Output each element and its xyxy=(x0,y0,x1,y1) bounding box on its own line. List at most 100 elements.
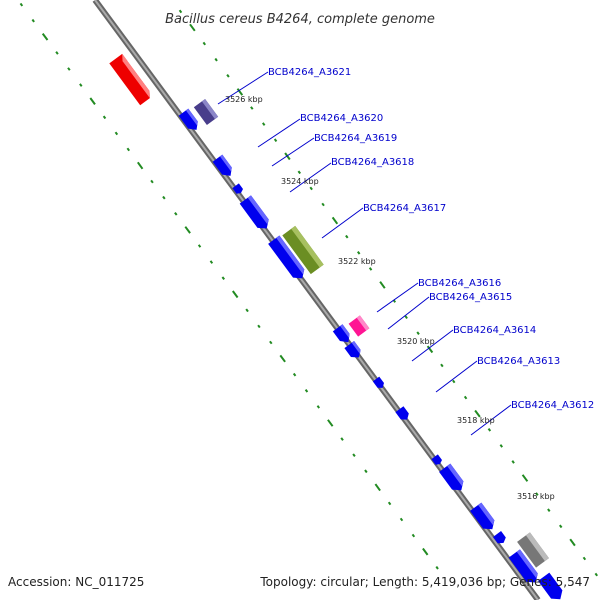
tick-mark xyxy=(569,538,576,547)
tick-mark xyxy=(79,83,83,87)
gene-feature-blue-b[interactable] xyxy=(470,502,498,534)
gene-feature-a3616[interactable] xyxy=(348,315,370,337)
gene-feature-a3619[interactable] xyxy=(212,154,236,180)
gene-label-a3620[interactable]: BCB4264_A3620 xyxy=(300,113,383,124)
tick-mark xyxy=(387,501,392,506)
tick-mark xyxy=(422,547,429,556)
tick-mark xyxy=(452,379,456,384)
tick-mark xyxy=(426,345,434,354)
gene-feature-a3614[interactable] xyxy=(372,376,386,391)
tick-mark xyxy=(136,161,144,170)
genome-summary-text: Topology: circular; Length: 5,419,036 bp… xyxy=(259,575,590,589)
gene-feature-a3613[interactable] xyxy=(395,406,411,422)
tick-mark xyxy=(114,131,119,136)
tick-mark xyxy=(582,556,587,561)
tick-mark xyxy=(178,9,183,14)
tick-mark xyxy=(279,354,286,363)
tick-mark xyxy=(487,428,492,432)
tick-mark xyxy=(245,308,249,313)
gene-feature-olive[interactable] xyxy=(282,225,324,275)
gene-label-a3621[interactable]: BCB4264_A3621 xyxy=(268,67,351,78)
tick-mark xyxy=(41,32,49,41)
gene-feature-gray[interactable] xyxy=(517,532,549,568)
kbp-label-3516: 3516 kbp xyxy=(517,492,555,501)
gene-label-a3616[interactable]: BCB4264_A3616 xyxy=(418,278,501,289)
tick-mark xyxy=(521,474,529,482)
gene-label-a3618[interactable]: BCB4264_A3618 xyxy=(331,157,414,168)
tick-mark xyxy=(379,281,386,289)
tick-mark xyxy=(356,251,361,255)
tick-mark xyxy=(261,122,266,126)
tick-mark xyxy=(499,444,504,448)
tick-mark xyxy=(304,389,309,393)
tick-mark xyxy=(594,572,599,577)
tick-mark xyxy=(535,492,539,496)
gene-feature-a3617[interactable] xyxy=(239,195,273,232)
tick-mark xyxy=(368,267,373,271)
gene-feature-a3618[interactable] xyxy=(232,183,244,195)
gene-feature-blue-c[interactable] xyxy=(493,531,508,546)
gene-feature-a3620[interactable] xyxy=(178,108,202,134)
tick-mark xyxy=(440,363,444,368)
tick-mark xyxy=(399,517,404,522)
tick-mark xyxy=(547,508,551,512)
tick-mark xyxy=(209,260,214,264)
gene-feature-red[interactable] xyxy=(109,53,153,106)
gene-label-a3612[interactable]: BCB4264_A3612 xyxy=(511,400,594,411)
tick-mark xyxy=(226,74,230,78)
tick-mark xyxy=(511,460,515,464)
gene-label-a3617[interactable]: BCB4264_A3617 xyxy=(363,203,446,214)
gene-shape-red[interactable] xyxy=(109,53,153,106)
tick-mark xyxy=(404,315,408,319)
gene-label-a3613[interactable]: BCB4264_A3613 xyxy=(477,356,560,367)
tick-mark xyxy=(435,566,439,570)
tick-mark xyxy=(257,324,261,329)
gene-feature-blue-e[interactable] xyxy=(538,572,566,600)
kbp-label-3522: 3522 kbp xyxy=(338,257,376,266)
kbp-label-3518: 3518 kbp xyxy=(457,416,495,425)
tick-mark xyxy=(411,533,416,538)
gene-label-a3619[interactable]: BCB4264_A3619 xyxy=(314,133,397,144)
tick-mark xyxy=(340,437,344,441)
tick-mark xyxy=(273,138,278,142)
gene-feature-a3621[interactable] xyxy=(193,98,219,126)
label-leader-lines xyxy=(217,71,512,436)
tick-mark xyxy=(236,88,244,96)
kbp-label-3526: 3526 kbp xyxy=(225,95,263,104)
gene-feature-a3615b[interactable] xyxy=(344,341,363,361)
gene-feature-blue-d[interactable] xyxy=(508,549,542,586)
gene-feature-a3612[interactable] xyxy=(431,454,443,466)
tick-mark xyxy=(352,453,356,457)
tick-mark xyxy=(221,276,225,280)
tick-mark xyxy=(89,97,96,105)
tick-mark xyxy=(297,170,302,175)
tick-mark xyxy=(197,244,202,248)
tick-mark xyxy=(184,226,191,234)
tick-mark xyxy=(202,41,206,46)
gene-label-a3614[interactable]: BCB4264_A3614 xyxy=(453,325,536,336)
tick-mark xyxy=(189,23,196,32)
gene-labels: BCB4264_A3621 BCB4264_A3620 BCB4264_A361… xyxy=(268,67,594,411)
gene-label-a3615[interactable]: BCB4264_A3615 xyxy=(429,292,512,303)
tick-mark xyxy=(126,147,131,152)
gene-features xyxy=(109,53,566,600)
tick-mark xyxy=(364,469,368,474)
tick-mark xyxy=(31,18,35,23)
tick-mark xyxy=(374,483,381,492)
tick-mark xyxy=(416,331,420,335)
tick-mark xyxy=(214,57,218,62)
tick-mark xyxy=(250,106,254,110)
tick-mark xyxy=(558,524,563,529)
kbp-label-3520: 3520 kbp xyxy=(397,337,435,346)
tick-mark xyxy=(162,195,166,200)
tick-marks xyxy=(19,2,599,577)
tick-mark xyxy=(327,419,334,427)
gene-feature-blue-long[interactable] xyxy=(268,235,308,283)
tick-mark xyxy=(474,409,481,418)
gene-feature-a3615[interactable] xyxy=(332,324,353,346)
tick-mark xyxy=(174,212,178,216)
gene-feature-blue-a[interactable] xyxy=(439,463,467,495)
kbp-labels: 3526 kbp 3524 kbp 3522 kbp 3520 kbp 3518… xyxy=(225,95,555,501)
tick-mark xyxy=(102,115,107,120)
